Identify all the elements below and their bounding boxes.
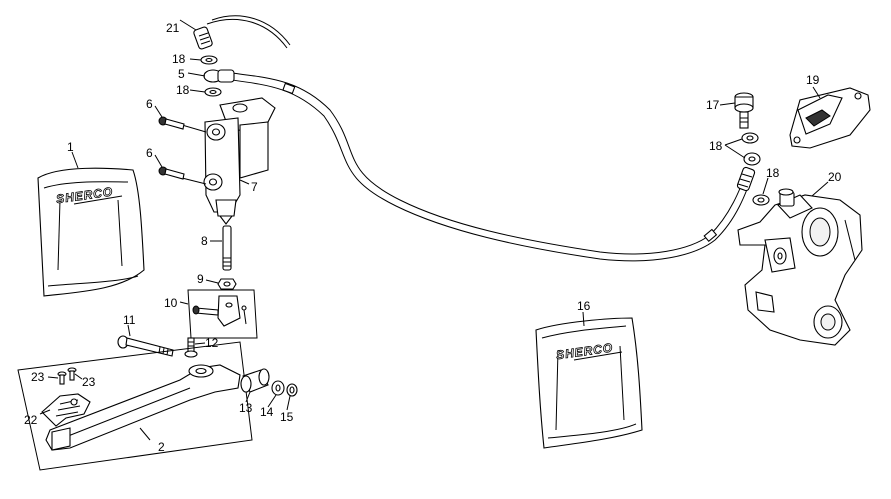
bushing xyxy=(240,368,270,393)
callout-14: 14 xyxy=(260,405,274,419)
screw-23-right xyxy=(67,367,77,381)
caliper-bolt xyxy=(734,92,754,129)
callout-16: 16 xyxy=(577,299,591,313)
brake-caliper xyxy=(737,188,863,346)
callout-1: 1 xyxy=(67,140,74,154)
callout-18-d: 18 xyxy=(766,166,780,180)
brake-pads xyxy=(789,87,871,149)
callout-23-left: 23 xyxy=(31,370,45,384)
callout-17: 17 xyxy=(706,98,720,112)
nut xyxy=(217,278,237,290)
upper-hose xyxy=(193,15,291,50)
bag-1: SHERCO xyxy=(37,167,145,297)
push-rod xyxy=(222,225,232,271)
callout-6-upper: 6 xyxy=(146,97,153,111)
brake-pedal xyxy=(17,341,253,471)
circlip xyxy=(286,383,298,397)
callout-15: 15 xyxy=(280,410,294,424)
washer xyxy=(271,380,285,396)
washer-18-caliper-a xyxy=(741,132,759,144)
callout-7: 7 xyxy=(251,180,258,194)
bolt-6-lower xyxy=(158,166,185,180)
callout-12: 12 xyxy=(205,336,219,350)
callout-8: 8 xyxy=(201,234,208,248)
pedal-tip xyxy=(41,393,91,427)
clevis-kit xyxy=(187,289,258,339)
callout-11: 11 xyxy=(123,313,136,327)
callout-19: 19 xyxy=(806,73,820,87)
pivot-bolt xyxy=(117,335,174,357)
callout-18-a: 18 xyxy=(172,52,186,66)
callout-5: 5 xyxy=(178,67,185,81)
callout-18-c: 18 xyxy=(709,139,723,153)
bag-16: SHERCO xyxy=(535,317,643,449)
banjo-fitting xyxy=(200,55,235,97)
callout-18-b: 18 xyxy=(176,83,190,97)
screw-23-left xyxy=(57,371,67,385)
callout-10: 10 xyxy=(164,296,178,310)
callout-13: 13 xyxy=(239,401,253,415)
master-cylinder xyxy=(181,97,276,225)
callout-labels: 1 2 5 6 6 7 8 9 10 11 12 13 14 15 16 17 … xyxy=(24,21,842,454)
leader-lines xyxy=(39,19,829,441)
banjo-caliper xyxy=(743,152,761,166)
callout-21: 21 xyxy=(166,21,180,35)
callout-20: 20 xyxy=(828,170,842,184)
callout-22: 22 xyxy=(24,413,38,427)
bolt-6-upper xyxy=(158,116,185,130)
callout-6-lower: 6 xyxy=(146,146,153,160)
brake-hose xyxy=(231,72,756,262)
callout-23-right: 23 xyxy=(82,375,96,389)
callout-9: 9 xyxy=(197,272,204,286)
washer-18-caliper-b xyxy=(752,194,770,206)
callout-2: 2 xyxy=(158,440,165,454)
stud-bolt xyxy=(184,337,198,358)
